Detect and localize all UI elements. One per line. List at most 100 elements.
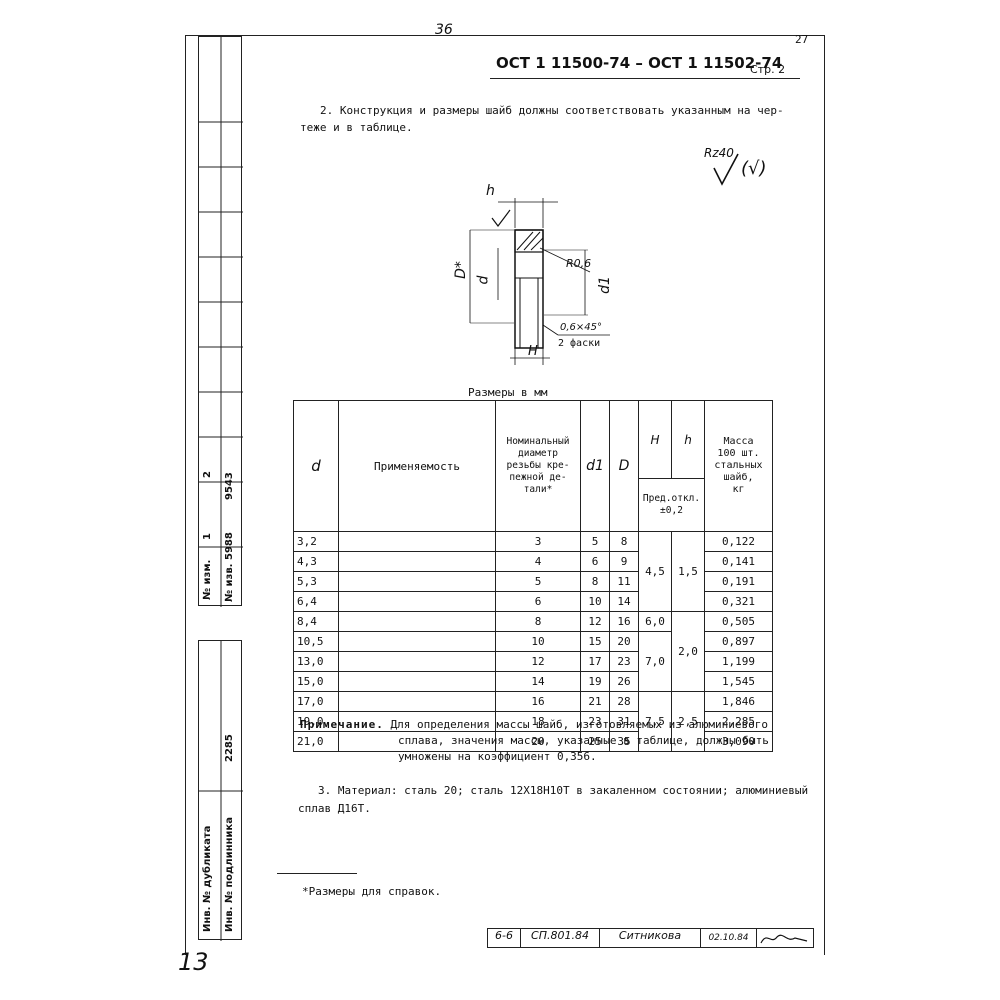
cell-mass: 0,191: [704, 571, 773, 592]
cell-d1: 8: [580, 571, 610, 592]
cell-d1: 6: [580, 551, 610, 572]
table-row: 6,4 6 10 14 0,321: [293, 591, 773, 612]
cell-nom: 10: [495, 631, 581, 652]
header-D: D: [609, 400, 639, 532]
nominal-l2: диаметр: [517, 448, 559, 459]
mass-l2: 100 шт.: [717, 448, 760, 459]
header-H: H: [638, 400, 672, 479]
cell-nom: 14: [495, 671, 581, 692]
cell-D: 11: [609, 571, 639, 592]
inv-number: 2285: [224, 734, 235, 762]
cell-application: [338, 531, 496, 552]
standard-title: ОСТ 1 11500-74 – ОСТ 1 11502-74: [496, 54, 783, 72]
label-chamfer: 0,6×45°: [560, 322, 603, 333]
cell-d: 10,5: [293, 631, 339, 652]
note-line1: Для определения массы шайб, изготовляемы…: [390, 718, 768, 731]
cell-H: 6,0: [638, 611, 672, 632]
intro-line1: 2. Конструкция и размеры шайб должны соо…: [320, 104, 784, 117]
cell-application: [338, 671, 496, 692]
cell-application: [338, 551, 496, 572]
cell-d: 15,0: [293, 671, 339, 692]
dimensions-table: d Применяемость Номинальный диаметр резь…: [293, 400, 773, 752]
cell-d1: 17: [580, 651, 610, 672]
izm2: 2: [202, 471, 213, 478]
stamp-field-1: 6-6: [488, 929, 521, 947]
cell-nom: 16: [495, 691, 581, 712]
cell-d: 4,3: [293, 551, 339, 572]
roughness-label: Rz40: [704, 146, 734, 160]
cell-d1: 21: [580, 691, 610, 712]
corner-mark: 13: [178, 948, 209, 976]
note-line2: сплава, значения массы, указанные в табл…: [398, 734, 769, 747]
material-line1: 3. Материал: сталь 20; сталь 12Х18Н10Т в…: [318, 784, 809, 797]
cell-d1: 25: [580, 731, 610, 752]
mass-l3: стальных: [714, 460, 763, 471]
washer-drawing: [469, 198, 610, 365]
inv-dubl-label: Инв. № дубликата: [202, 825, 213, 932]
cell-D: 23: [609, 651, 639, 672]
cell-nom: 4: [495, 551, 581, 572]
cell-d1: 5: [580, 531, 610, 552]
header-tolerance: Пред.откл. ±0,2: [638, 478, 705, 532]
table-row: 5,3 5 8 11 0,191: [293, 571, 773, 592]
table-caption: Размеры в мм: [468, 386, 548, 399]
header-d: d: [293, 400, 339, 532]
cell-application: [338, 611, 496, 632]
table-row: 8,4 8 12 16 6,0 2,0 0,505: [293, 611, 773, 692]
cell-d1: 19: [580, 671, 610, 692]
roughness-paren: (√): [741, 158, 767, 179]
cell-d: 13,0: [293, 651, 339, 672]
cell-nom: 12: [495, 651, 581, 672]
cell-D: 14: [609, 591, 639, 612]
tolerance-l2: ±0,2: [660, 505, 683, 516]
note-block: Примечание. Для определения массы шайб, …: [300, 718, 768, 731]
header-h: h: [671, 400, 705, 479]
page-frame: [185, 35, 825, 955]
cell-D: 26: [609, 671, 639, 692]
mass-l5: кг: [732, 484, 745, 495]
cell-d: 3,2: [293, 531, 339, 552]
cell-mass: 1,199: [704, 651, 773, 672]
table-row: 21,0 20 25 35 3,090: [293, 731, 773, 752]
tolerance-l1: Пред.откл.: [642, 493, 701, 504]
cell-mass: 0,897: [704, 631, 773, 652]
roughness-symbol: [713, 153, 739, 186]
cell-application: [338, 651, 496, 672]
cell-d: 5,3: [293, 571, 339, 592]
cell-H-merged: 7,0: [638, 631, 672, 692]
table-row: 19,0 18 23 31 2,285: [293, 711, 773, 732]
mass-l1: Масса: [723, 436, 754, 447]
cell-mass: 3,090: [704, 731, 773, 752]
cell-h-merged: 1,5: [671, 531, 705, 612]
cell-d1: 23: [580, 711, 610, 732]
label-d1: d1: [596, 276, 613, 294]
izv2: 9543: [224, 472, 235, 500]
footnote: *Размеры для справок.: [302, 885, 442, 898]
cell-D: 35: [609, 731, 639, 752]
cell-D: 28: [609, 691, 639, 712]
cell-application: [338, 591, 496, 612]
cell-h-merged: 2,0: [671, 611, 705, 692]
header-nominal: Номинальный диаметр резьбы кре- пежной д…: [495, 400, 581, 532]
top-number: 36: [435, 22, 453, 38]
izv1: 5988: [224, 532, 235, 560]
cell-d1: 10: [580, 591, 610, 612]
col-izv-label: № изв.: [224, 563, 235, 602]
cell-nom: 20: [495, 731, 581, 752]
izm1: 1: [202, 533, 213, 540]
header-d1: d1: [580, 400, 610, 532]
nominal-l3: резьбы кре-: [506, 460, 570, 471]
cell-nom: 5: [495, 571, 581, 592]
cell-D: 20: [609, 631, 639, 652]
header-application: Применяемость: [338, 400, 496, 532]
cell-d: 17,0: [293, 691, 339, 712]
cell-d: 6,4: [293, 591, 339, 612]
footnote-rule: [277, 873, 357, 874]
cell-application: [338, 691, 496, 712]
cell-application: [338, 631, 496, 652]
table-row: 3,2 3 5 8 4,5 1,5 0,122: [293, 531, 773, 612]
intro-line2: теже и в таблице.: [300, 121, 413, 134]
mass-l4: шайб,: [723, 472, 754, 483]
cell-application: [338, 571, 496, 592]
stamp-field-3: Ситникова: [600, 929, 701, 947]
